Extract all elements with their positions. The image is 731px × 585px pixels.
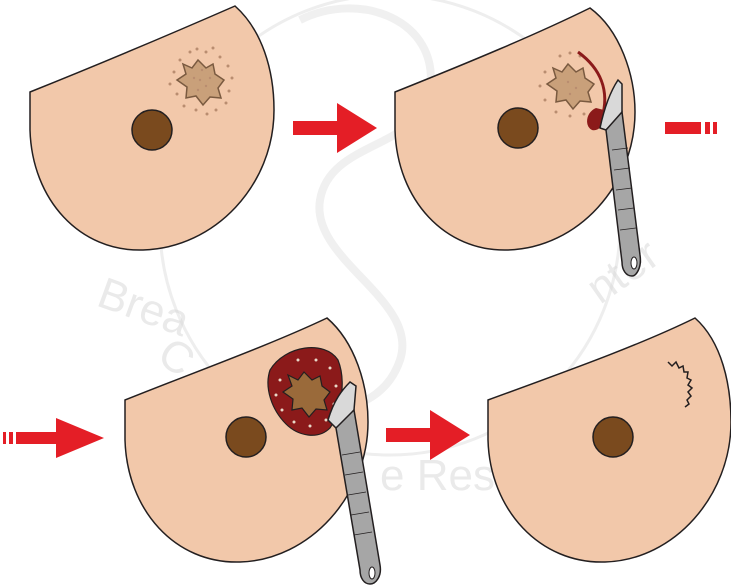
arrow-continuation-right (665, 122, 717, 134)
nipple (498, 108, 538, 148)
watermark-text-center: e Res (380, 451, 495, 500)
panel-sutured-closure (488, 318, 731, 562)
arrow-right-icon (3, 418, 104, 458)
nipple (593, 417, 633, 457)
panel-incision-with-scalpel (395, 8, 640, 276)
arrow-right-icon (293, 103, 377, 153)
panel-breast-with-lesion (30, 6, 274, 250)
nipple (226, 417, 266, 457)
nipple (132, 110, 172, 150)
